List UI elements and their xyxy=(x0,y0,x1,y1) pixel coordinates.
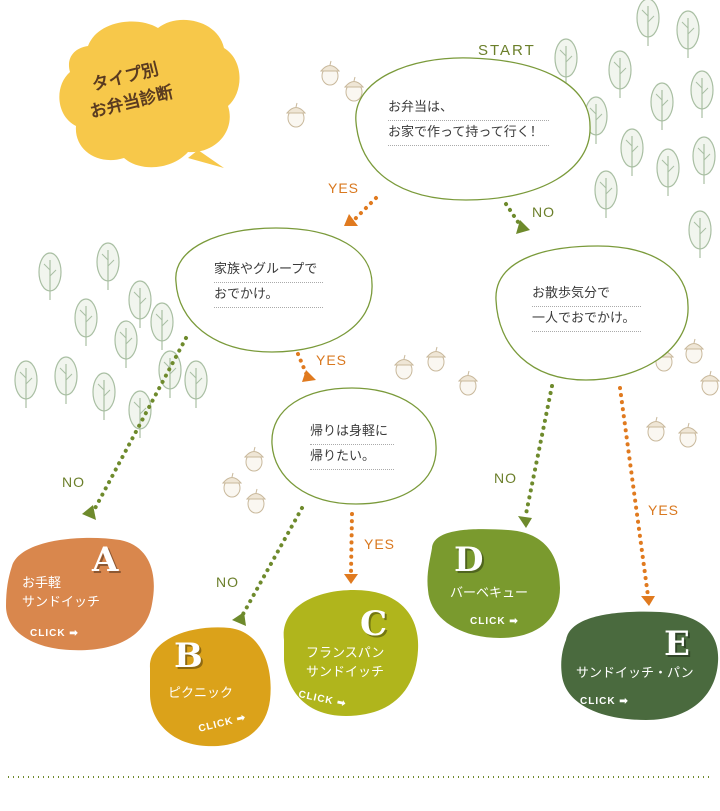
question-2-line-2: おでかけ。 xyxy=(214,283,323,308)
result-c-line-1: フランスパン xyxy=(306,644,384,663)
result-a-line-1: お手軽 xyxy=(22,574,100,593)
result-d-letter: D xyxy=(454,540,483,580)
arrow-right-icon: ➡ xyxy=(619,696,628,707)
label-q4-yes: YES xyxy=(364,536,395,552)
label-q1-yes: YES xyxy=(328,180,359,196)
result-b-line-1: ピクニック xyxy=(168,684,233,703)
question-1-line-2: お家で作って持って行く！ xyxy=(388,121,549,146)
question-3-line-1: お散歩気分で xyxy=(532,282,641,307)
result-e-click-label: CLICK xyxy=(580,696,616,707)
label-q3-yes: YES xyxy=(648,502,679,518)
label-q2-yes: YES xyxy=(316,352,347,368)
result-e-line-1: サンドイッチ・パン xyxy=(576,664,694,683)
result-c-line-2: サンドイッチ xyxy=(306,663,384,682)
result-b-letter: B xyxy=(174,636,203,676)
result-d-click-label: CLICK xyxy=(470,616,506,627)
result-d-line-1: バーベキュー xyxy=(450,584,528,603)
label-q4-no: NO xyxy=(216,574,239,590)
result-d-click-link[interactable]: CLICK ➡ xyxy=(470,616,519,627)
result-a-title[interactable]: お手軽 サンドイッチ xyxy=(22,574,100,612)
result-c-title[interactable]: フランスパン サンドイッチ xyxy=(306,644,384,682)
question-3-line-2: 一人でおでかけ。 xyxy=(532,307,641,332)
arrow-right-icon: ➡ xyxy=(509,616,518,627)
result-a-line-2: サンドイッチ xyxy=(22,593,100,612)
result-e-letter: E xyxy=(664,624,690,664)
result-d-title[interactable]: バーベキュー xyxy=(450,584,528,603)
question-1-line-1: お弁当は、 xyxy=(388,96,549,121)
result-c-letter: C xyxy=(360,604,387,644)
question-4: 帰りは身軽に 帰りたい。 xyxy=(310,420,394,470)
result-e-title[interactable]: サンドイッチ・パン xyxy=(576,664,694,683)
result-e-click-link[interactable]: CLICK ➡ xyxy=(580,696,629,707)
result-a-click-link[interactable]: CLICK ➡ xyxy=(30,628,79,639)
question-2-line-1: 家族やグループで xyxy=(214,258,323,283)
question-3: お散歩気分で 一人でおでかけ。 xyxy=(532,282,641,332)
question-2: 家族やグループで おでかけ。 xyxy=(214,258,323,308)
result-a-click-label: CLICK xyxy=(30,628,66,639)
start-label: START xyxy=(478,42,536,59)
question-1: お弁当は、 お家で作って持って行く！ xyxy=(388,96,549,146)
result-b-title[interactable]: ピクニック xyxy=(168,684,233,703)
label-q2-no: NO xyxy=(62,474,85,490)
label-q1-no: NO xyxy=(532,204,555,220)
question-4-line-1: 帰りは身軽に xyxy=(310,420,394,445)
question-4-line-2: 帰りたい。 xyxy=(310,445,394,470)
arrow-right-icon: ➡ xyxy=(69,628,78,639)
label-q3-no: NO xyxy=(494,470,517,486)
